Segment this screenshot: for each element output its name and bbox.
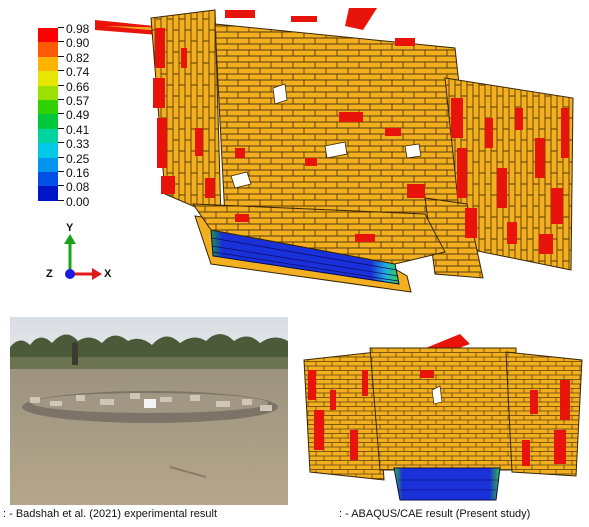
legend-swatch	[38, 114, 58, 129]
legend-entry: 0.66	[36, 81, 116, 100]
contour-legend: 0.98 0.90 0.82 0.74 0.66 0.57 0.49 0.41 …	[36, 14, 116, 208]
legend-value: 0.57	[66, 94, 90, 108]
legend-swatch	[38, 28, 58, 43]
caption-present-study: : - ABAQUS/CAE result (Present study)	[339, 508, 531, 520]
legend-value: 0.98	[66, 22, 90, 36]
legend-entry: 0.25	[36, 153, 116, 172]
legend-swatch	[38, 100, 58, 115]
legend-value: 0.49	[66, 108, 90, 123]
legend-swatch	[38, 157, 58, 172]
legend-swatch	[38, 186, 58, 201]
legend-value: 0.74	[66, 65, 90, 80]
legend-entry: 0.74	[36, 66, 116, 86]
legend-value: 0.00	[66, 194, 90, 209]
axis-x-label: X	[104, 268, 112, 280]
axis-z-label: Z	[46, 268, 53, 280]
legend-swatch	[38, 143, 58, 158]
axis-triad-icon	[64, 234, 102, 280]
legend-value: 0.25	[66, 151, 90, 166]
legend-swatch	[38, 71, 58, 86]
legend-swatch	[38, 56, 58, 72]
legend-entry: 0.41	[36, 124, 116, 144]
legend-entry: 0.00	[36, 196, 116, 208]
legend-entry: 0.16	[36, 167, 116, 187]
legend-entry: 0.90	[36, 37, 116, 57]
legend-entry: 0.08	[36, 181, 116, 201]
legend-value: 0.41	[66, 122, 90, 137]
legend-entry: 0.57	[36, 95, 116, 115]
legend-swatch	[38, 172, 58, 187]
legend-swatch	[38, 85, 58, 100]
legend-entry: 0.33	[36, 138, 116, 158]
legend-value: 0.08	[66, 180, 90, 195]
site-photo-image	[10, 317, 288, 505]
legend-swatch	[38, 42, 58, 57]
legend-value: 0.90	[66, 36, 90, 51]
present-study-model	[303, 334, 583, 501]
legend-entry: 0.82	[36, 52, 116, 72]
legend-value: 0.66	[66, 79, 90, 94]
legend-entry: 0.49	[36, 109, 116, 129]
legend-value: 0.33	[66, 137, 90, 152]
caption-experimental: : - Badshah et al. (2021) experimental r…	[3, 508, 218, 520]
legend-value: 0.16	[66, 166, 90, 180]
legend-swatch	[38, 128, 58, 144]
axis-y-label: Y	[66, 222, 74, 234]
experimental-photo	[10, 317, 288, 505]
main-damage-model	[95, 8, 574, 293]
legend-entry: 0.98	[36, 23, 116, 43]
legend-value: 0.82	[66, 50, 90, 65]
